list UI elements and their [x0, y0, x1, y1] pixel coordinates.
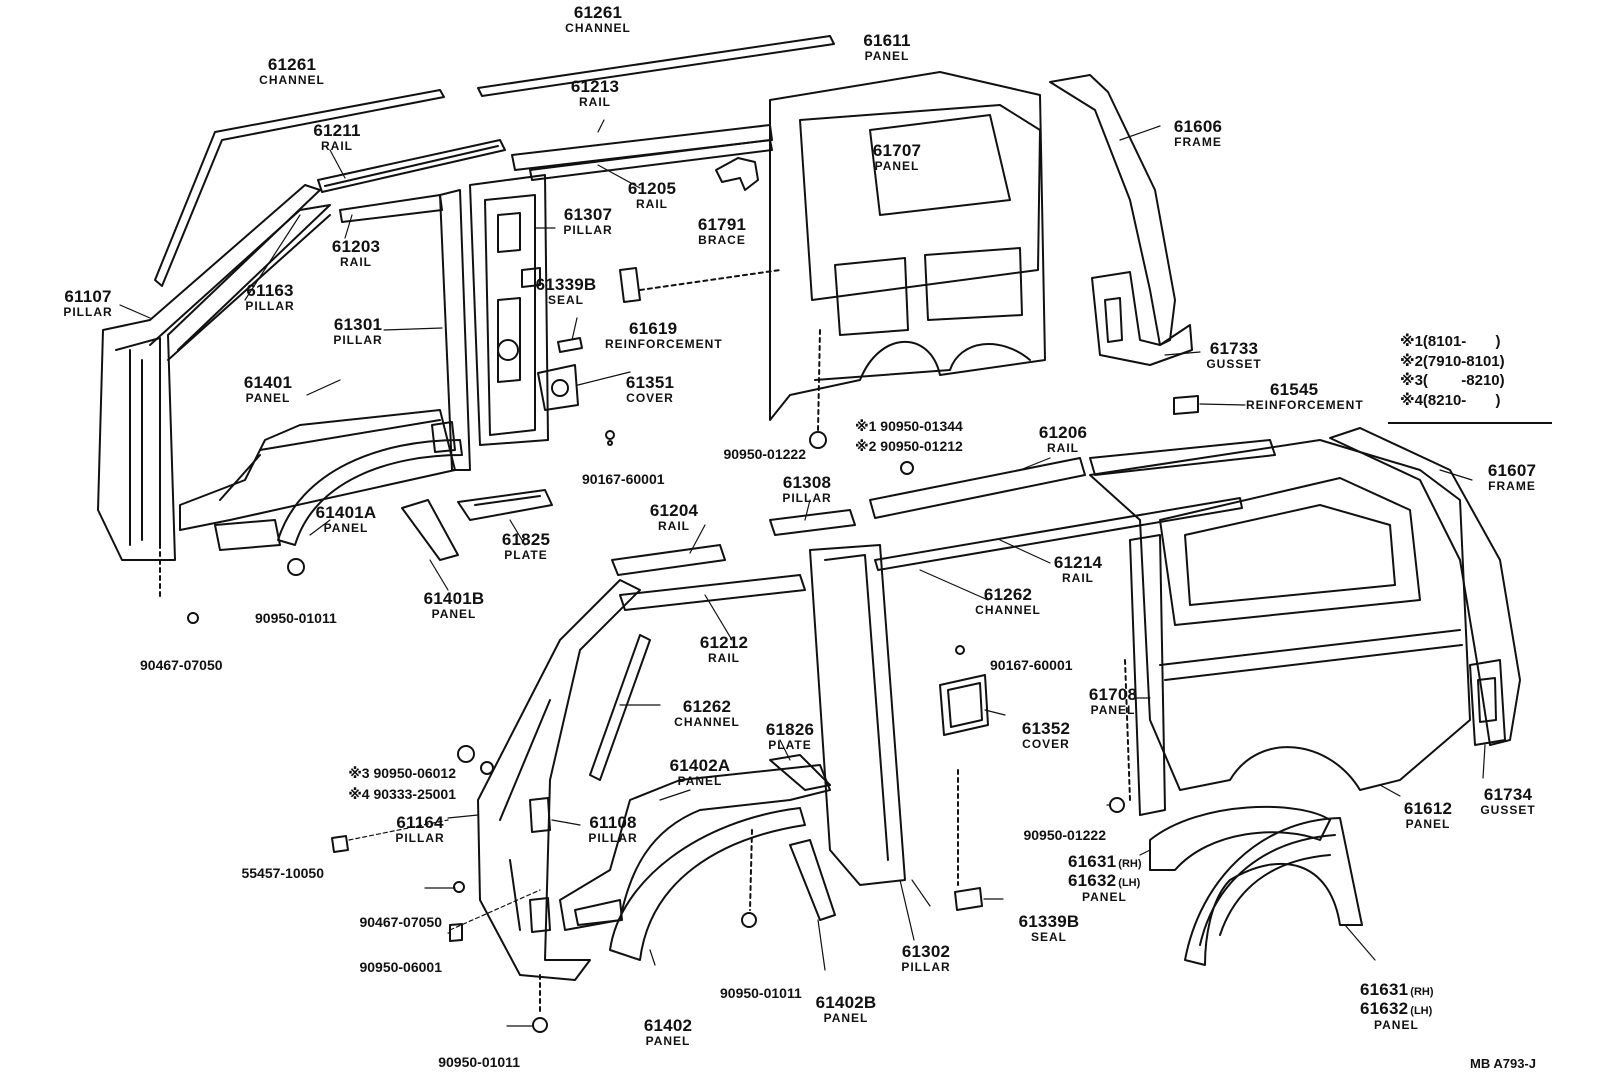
- callout-61631-a: 61631(RH): [1068, 852, 1142, 871]
- part-number-90167-60001-b: 90167-60001: [990, 657, 1073, 673]
- lower-front-side-assembly: [477, 509, 906, 981]
- part-number-90950-01011-a: 90950-01011: [255, 610, 337, 626]
- part-number-90950-06001: 90950-06001: [359, 959, 442, 975]
- fasteners: [159, 519, 548, 1033]
- leader-lines: [119, 119, 1486, 1027]
- diagram-code: MB A793-J: [1470, 1056, 1536, 1071]
- part-number-90467-07050-a: 90467-07050: [140, 657, 223, 673]
- part-number-90950-01011-b: 90950-01011: [720, 985, 802, 1001]
- legend-row-3: ※3( -8210): [1400, 372, 1505, 389]
- legend-underline: [1388, 422, 1552, 424]
- date-range-legend: ※1(8101- ) ※2(7910-8101) ※3( -8210) ※4(8…: [1400, 332, 1550, 410]
- part-number-90167-60001-a: 90167-60001: [582, 471, 665, 487]
- upper-rear-quarter-assembly: [769, 71, 1199, 475]
- upper-front-side-assembly: [97, 35, 835, 561]
- part-number-90950-01344: ※1 90950-01344: [855, 418, 963, 434]
- part-number-90467-07050-b: 90467-07050: [359, 914, 442, 930]
- part-number-90950-01222-a: 90950-01222: [723, 446, 806, 462]
- part-number-90950-01212: ※2 90950-01212: [855, 438, 963, 454]
- lower-rear-quarter-assembly: [869, 427, 1521, 966]
- part-number-55457-10050: 55457-10050: [241, 865, 324, 881]
- part-number-90950-06012: ※3 90950-06012: [348, 765, 456, 781]
- upper-center-assembly: [469, 124, 781, 446]
- part-number-90950-01222-b: 90950-01222: [1023, 827, 1106, 843]
- callout-61632-a: 61632(LH) PANEL: [1068, 871, 1141, 904]
- callout-61631-b: 61631(RH): [1360, 980, 1434, 999]
- part-number-90950-01011-c: 90950-01011: [438, 1054, 520, 1070]
- legend-row-2: ※2(7910-8101): [1400, 352, 1505, 370]
- callout-61632-b: 61632(LH) PANEL: [1360, 999, 1433, 1032]
- part-number-90333-25001: ※4 90333-25001: [348, 786, 456, 802]
- legend-row-4: ※4(8210- ): [1400, 391, 1501, 409]
- legend-row-1: ※1(8101- ): [1400, 333, 1501, 350]
